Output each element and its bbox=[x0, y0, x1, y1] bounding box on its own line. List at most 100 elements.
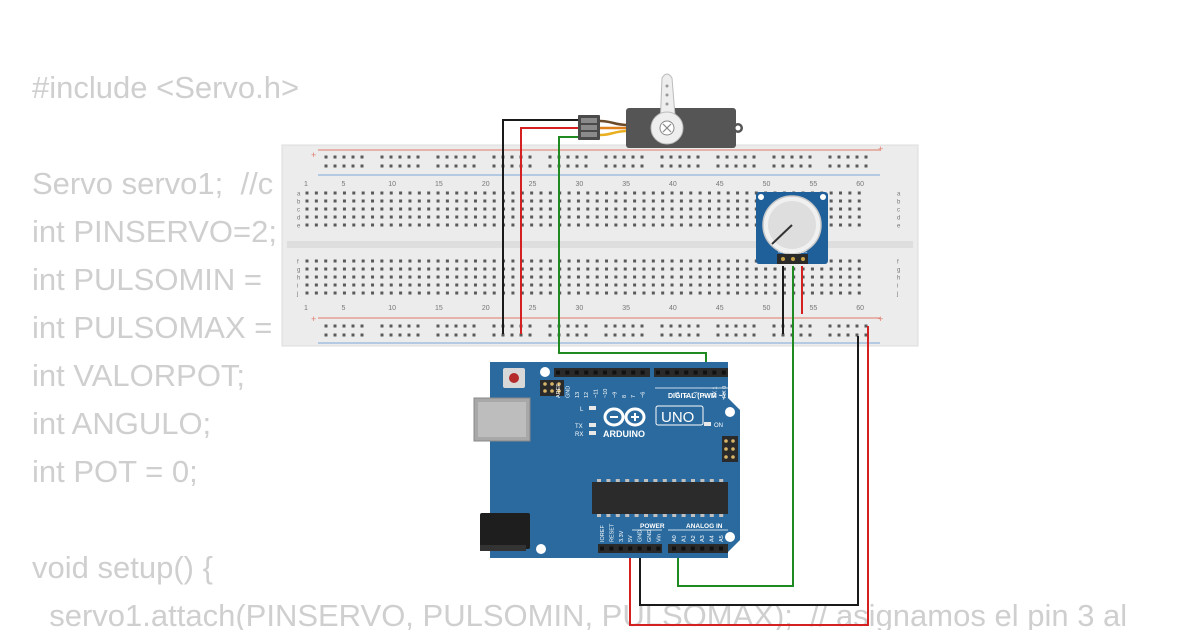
breadboard-hole bbox=[399, 223, 403, 227]
breadboard-hole bbox=[661, 191, 665, 195]
breadboard-hole bbox=[333, 223, 337, 227]
servo-mount-hole bbox=[735, 125, 741, 131]
column-number: 45 bbox=[716, 305, 724, 312]
breadboard-hole bbox=[342, 291, 346, 295]
rail-hole bbox=[360, 333, 364, 337]
rail-hole bbox=[734, 324, 738, 328]
breadboard-hole bbox=[820, 267, 824, 271]
servo-vcc-wire[interactable] bbox=[520, 127, 580, 334]
breadboard-hole bbox=[661, 207, 665, 211]
column-number: 1 bbox=[304, 305, 308, 312]
breadboard-hole bbox=[436, 267, 440, 271]
potentiometer-module[interactable]: GND SIG VCC bbox=[756, 192, 828, 264]
code-line: int ANGULO; bbox=[32, 406, 212, 441]
rail-hole bbox=[324, 155, 328, 159]
breadboard-hole bbox=[511, 215, 515, 219]
breadboard-hole bbox=[633, 275, 637, 279]
breadboard-hole bbox=[689, 223, 693, 227]
rail-hole bbox=[519, 333, 523, 337]
bottom-pin-label: A5 bbox=[719, 535, 725, 542]
pin-socket bbox=[593, 370, 598, 375]
rail-hole bbox=[463, 333, 467, 337]
servo-gnd-wire[interactable] bbox=[502, 119, 580, 334]
breadboard-hole bbox=[773, 275, 777, 279]
rail-hole bbox=[445, 333, 449, 337]
servo-motor[interactable] bbox=[578, 73, 743, 148]
pot-pin-label: VCC bbox=[799, 249, 808, 254]
breadboard-hole bbox=[324, 259, 328, 263]
rail-hole bbox=[333, 164, 337, 168]
breadboard-hole bbox=[445, 291, 449, 295]
breadboard-hole bbox=[427, 223, 431, 227]
rail-hole bbox=[566, 333, 570, 337]
breadboard-hole bbox=[483, 207, 487, 211]
breadboard-hole bbox=[530, 259, 534, 263]
pin-socket bbox=[628, 546, 633, 551]
column-number: 5 bbox=[341, 305, 345, 312]
breadboard-hole bbox=[380, 191, 384, 195]
power-jack-base bbox=[480, 545, 526, 551]
atmega-chip bbox=[592, 482, 728, 514]
rail-hole bbox=[360, 324, 364, 328]
rail-hole bbox=[669, 164, 673, 168]
rail-hole bbox=[380, 333, 384, 337]
rail-hole bbox=[445, 155, 449, 159]
breadboard-hole bbox=[707, 291, 711, 295]
breadboard-hole bbox=[670, 267, 674, 271]
arduino-gnd-wire[interactable] bbox=[639, 336, 859, 606]
breadboard-hole bbox=[399, 275, 403, 279]
rail-hole bbox=[613, 155, 617, 159]
rail-hole bbox=[828, 333, 832, 337]
breadboard-hole bbox=[773, 283, 777, 287]
code-line: int POT = 0; bbox=[32, 454, 198, 489]
breadboard-hole bbox=[492, 199, 496, 203]
rail-hole bbox=[389, 324, 393, 328]
breadboard-hole bbox=[380, 267, 384, 271]
breadboard-hole bbox=[305, 283, 309, 287]
breadboard-hole bbox=[352, 191, 356, 195]
pot-signal-wire[interactable] bbox=[677, 266, 794, 587]
breadboard-hole bbox=[473, 275, 477, 279]
breadboard-hole bbox=[436, 215, 440, 219]
breadboard-hole bbox=[436, 291, 440, 295]
breadboard-hole bbox=[305, 275, 309, 279]
breadboard-hole bbox=[399, 207, 403, 211]
breadboard-hole bbox=[773, 267, 777, 271]
breadboard-hole bbox=[483, 199, 487, 203]
breadboard-hole bbox=[548, 283, 552, 287]
breadboard-hole bbox=[726, 207, 730, 211]
breadboard-hole bbox=[829, 199, 833, 203]
breadboard-hole bbox=[576, 267, 580, 271]
pin-socket bbox=[700, 546, 705, 551]
breadboard-hole bbox=[839, 207, 843, 211]
breadboard-hole bbox=[839, 267, 843, 271]
breadboard-hole bbox=[399, 267, 403, 271]
breadboard-hole bbox=[698, 275, 702, 279]
rail-hole bbox=[454, 155, 458, 159]
breadboard-hole bbox=[848, 191, 852, 195]
breadboard-hole bbox=[530, 291, 534, 295]
breadboard-hole bbox=[464, 283, 468, 287]
rail-hole bbox=[696, 155, 700, 159]
breadboard-hole bbox=[483, 191, 487, 195]
rail-hole bbox=[360, 155, 364, 159]
rail-hole bbox=[752, 155, 756, 159]
breadboard-hole bbox=[361, 207, 365, 211]
breadboard-hole bbox=[717, 267, 721, 271]
breadboard-hole bbox=[633, 267, 637, 271]
breadboard-hole bbox=[801, 275, 805, 279]
breadboard-hole bbox=[661, 199, 665, 203]
servo-signal-wire[interactable] bbox=[558, 136, 707, 372]
breadboard-hole bbox=[408, 215, 412, 219]
breadboard-hole bbox=[455, 267, 459, 271]
column-number: 10 bbox=[388, 305, 396, 312]
rail-hole bbox=[772, 333, 776, 337]
breadboard-hole bbox=[586, 291, 590, 295]
arduino-5v-wire[interactable] bbox=[629, 326, 869, 626]
breadboard-hole bbox=[324, 275, 328, 279]
breadboard-hole bbox=[530, 191, 534, 195]
rail-hole bbox=[808, 155, 812, 159]
rail-hole bbox=[584, 324, 588, 328]
